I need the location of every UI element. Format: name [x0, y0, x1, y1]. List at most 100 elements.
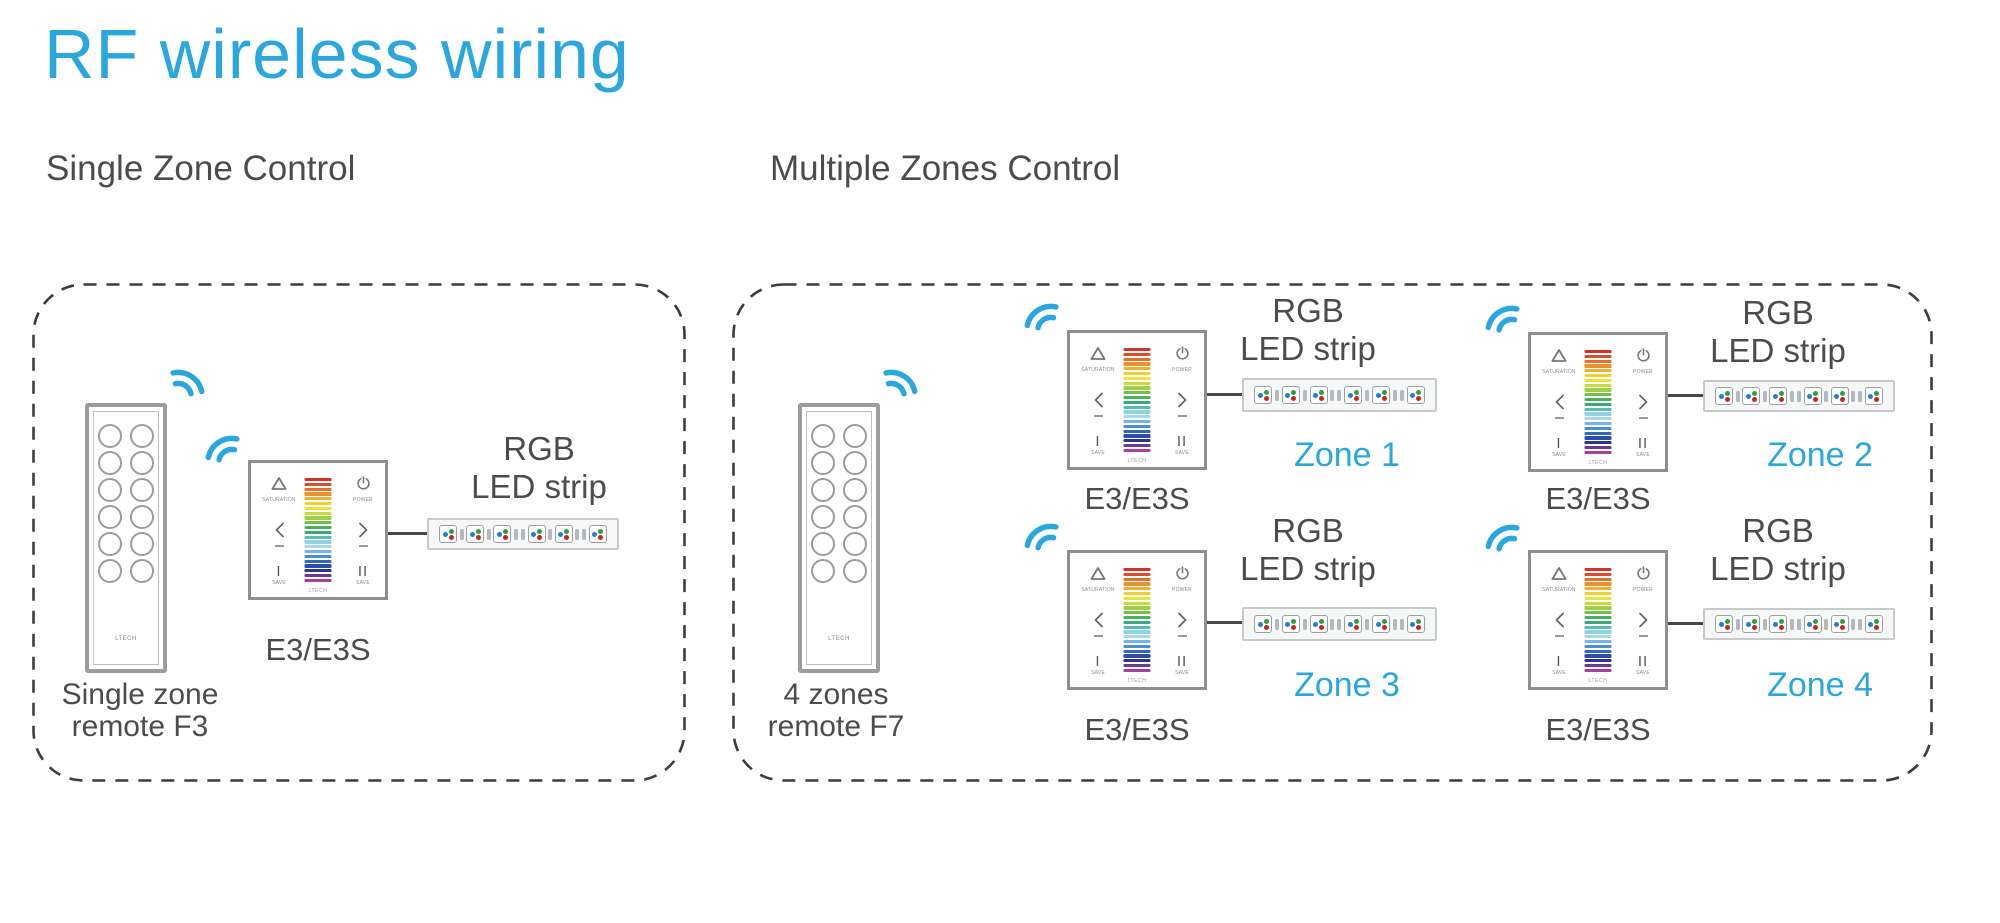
save-label: SAVE [356, 580, 370, 586]
saturation-label: SATURATION [1081, 367, 1115, 373]
chevron-left-icon [1555, 394, 1564, 410]
strip-caption-line1: RGB [1742, 512, 1814, 549]
led-chip [439, 525, 457, 543]
rgb-led-strip [1703, 608, 1895, 640]
gradient-bar-segment [1123, 405, 1151, 409]
e3-e3s-touch-panel: SATURATION POWER I SAVE II S [1528, 550, 1668, 690]
panel-model-label: E3/E3S [1545, 712, 1651, 747]
remote-button [98, 478, 122, 502]
panel-model-label: E3/E3S [265, 632, 371, 667]
saturation-icon [1090, 567, 1106, 580]
led-die [1745, 394, 1751, 399]
gradient-bar-segment [1123, 400, 1151, 404]
gradient-bar-segment [1123, 572, 1151, 576]
gradient-bar-segment [1584, 568, 1612, 572]
panel-model-label: E3/E3S [1084, 481, 1190, 516]
ltech-logo: LTECH [1127, 458, 1147, 464]
save-2-button: II SAVE [1164, 654, 1200, 676]
strip-resistor [1330, 389, 1342, 401]
led-die [1751, 625, 1757, 630]
led-die [1257, 622, 1263, 627]
save-2-glyph: II [357, 563, 369, 580]
ltech-logo: LTECH [828, 636, 850, 642]
remote-button [98, 559, 122, 583]
gradient-bar-segment [1123, 410, 1151, 414]
color-next-button [1164, 392, 1200, 417]
gradient-bar-segment [1123, 635, 1151, 639]
led-die [1874, 390, 1880, 396]
zone-label: Zone 3 [1294, 666, 1400, 704]
gradient-bar-segment [304, 564, 332, 568]
led-die [1834, 622, 1840, 627]
gradient-bar-segment [1584, 572, 1612, 576]
ltech-logo: LTECH [308, 588, 328, 594]
remote-button [130, 532, 154, 556]
power-icon [1175, 566, 1189, 580]
gradient-bar-segment [1123, 606, 1151, 610]
led-die [598, 535, 604, 540]
gradient-bar-segment [304, 521, 332, 525]
gradient-bar-segment [1584, 436, 1612, 440]
led-chip [1372, 615, 1391, 633]
gradient-bar-segment [304, 501, 332, 506]
led-chip [1742, 615, 1761, 633]
saturation-label: SATURATION [1542, 587, 1576, 593]
gradient-bar-segment [304, 554, 332, 558]
gradient-bar-segment [304, 487, 332, 491]
led-die [1724, 390, 1730, 396]
save-label: SAVE [1552, 452, 1566, 458]
color-gradient-bar [1584, 568, 1612, 672]
gradient-bar-segment [1123, 659, 1151, 663]
led-chip [1281, 615, 1300, 633]
chevron-left-icon [1094, 612, 1103, 628]
led-die [1381, 625, 1387, 630]
led-die [1813, 625, 1819, 630]
saturation-icon [1551, 349, 1567, 362]
saturation-button: SATURATION [261, 476, 297, 503]
saturation-label: SATURATION [1542, 369, 1576, 375]
led-die [1416, 389, 1422, 395]
ltech-logo: LTECH [1588, 678, 1608, 684]
strip-caption-line1: RGB [503, 430, 575, 467]
remote-button [811, 478, 835, 502]
led-die [1751, 618, 1757, 624]
chevron-right-icon [1177, 392, 1186, 408]
led-die [1724, 625, 1730, 630]
color-next-button [1164, 612, 1200, 637]
led-die [1874, 625, 1880, 630]
gradient-bar-segment [304, 535, 332, 539]
led-die [1319, 389, 1325, 395]
gradient-bar-segment [304, 482, 332, 486]
led-die [1263, 389, 1269, 395]
gradient-bar-segment [1584, 373, 1612, 378]
color-prev-button [261, 522, 297, 547]
save-label: SAVE [272, 580, 286, 586]
power-icon [1636, 566, 1650, 580]
rgb-led-strip [1703, 380, 1895, 412]
strip-resistor [1393, 618, 1405, 630]
save-1-glyph: I [276, 563, 282, 580]
color-prev-button [1080, 612, 1116, 637]
button-sublabel-mark [1093, 415, 1103, 417]
gradient-bar-segment [1584, 601, 1612, 605]
gradient-bar-segment [1584, 659, 1612, 663]
led-die [1416, 396, 1422, 401]
gradient-bar-segment [304, 545, 332, 549]
led-die [1874, 397, 1880, 402]
led-die [537, 528, 543, 534]
led-die [1807, 394, 1813, 399]
led-chip [1406, 615, 1425, 633]
gradient-bar-segment [304, 540, 332, 544]
ltech-logo: LTECH [1127, 678, 1147, 684]
gradient-bar-segment [1584, 364, 1612, 368]
wire-connector [388, 532, 427, 535]
led-chip [1864, 615, 1883, 633]
strip-caption-line1: RGB [1272, 292, 1344, 329]
led-chip [1309, 386, 1328, 404]
led-die [1375, 622, 1381, 627]
led-chip [1309, 615, 1328, 633]
